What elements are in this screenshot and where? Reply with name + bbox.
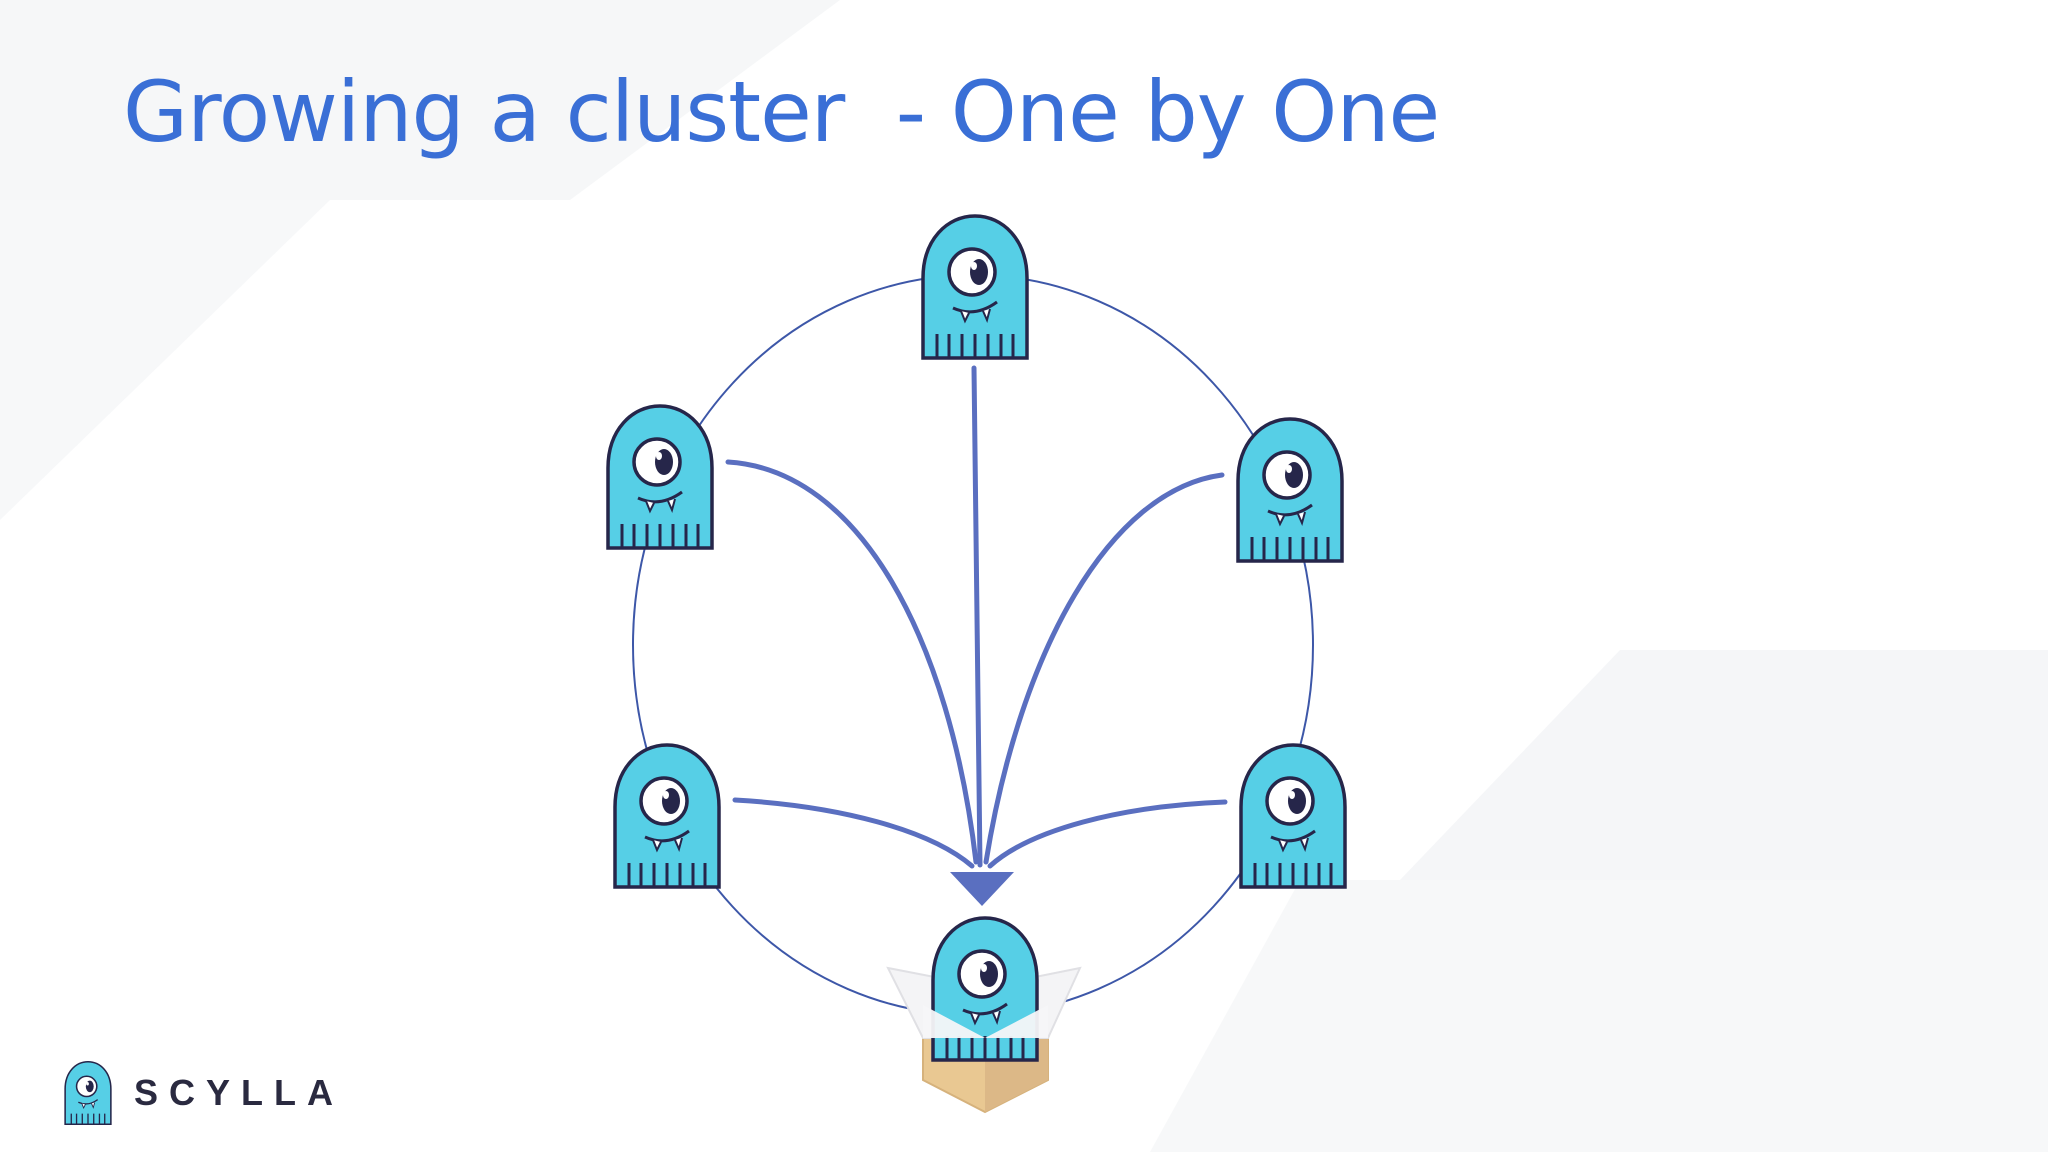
- brand-footer: SCYLLA: [62, 1058, 344, 1128]
- slide-title: Growing a cluster - One by One: [123, 63, 1440, 161]
- scylla-logo-icon: [64, 1060, 112, 1126]
- scylla-monster-icon: [1236, 417, 1344, 563]
- arrow-from-node-upper-right: [983, 472, 1225, 865]
- gossip-arrows: [725, 365, 1228, 869]
- brand-name: SCYLLA: [134, 1072, 344, 1113]
- arrow-from-node-top: [971, 365, 983, 868]
- node-lower-left: [613, 743, 721, 889]
- arrow-from-node-lower-left: [732, 797, 975, 869]
- scylla-monster-icon: [613, 743, 721, 889]
- node-top: [921, 214, 1029, 360]
- node-upper-left: [606, 404, 714, 550]
- arrow-from-node-upper-left: [725, 459, 979, 865]
- node-lower-right: [1239, 743, 1347, 889]
- scylla-monster-icon: [1239, 743, 1347, 889]
- arrow-head: [950, 872, 1014, 906]
- arrow-from-node-lower-right: [987, 799, 1228, 869]
- node-new-in-box: [886, 916, 1082, 1114]
- scylla-monster-icon: [606, 404, 714, 550]
- scylla-monster-icon: [931, 916, 1039, 1062]
- scylla-monster-icon: [921, 214, 1029, 360]
- node-upper-right: [1236, 417, 1344, 563]
